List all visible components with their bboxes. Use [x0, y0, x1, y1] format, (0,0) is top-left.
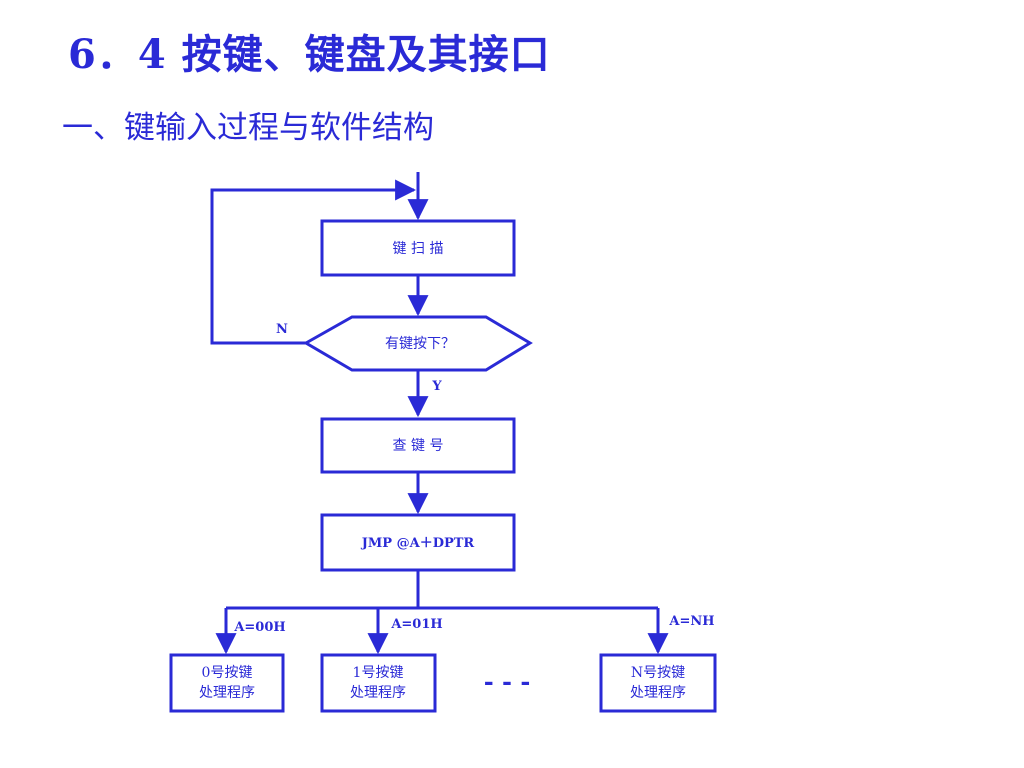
yes-label: Y — [431, 379, 442, 394]
branch-condition-n: A=NH — [668, 614, 714, 629]
no-branch-loop — [210, 179, 417, 345]
page-title: 6．4 按键、键盘及其接口 — [68, 31, 551, 78]
scan-box-label: 键 扫 描 — [393, 241, 444, 257]
handler-1-line1: 1号按键 — [353, 665, 404, 681]
handler-1-line2: 处理程序 — [350, 685, 406, 701]
handler-n-line2: 处理程序 — [630, 685, 686, 701]
handler-box-1 — [320, 653, 437, 713]
jump-box-label: JMP @A＋DPTR — [361, 536, 475, 551]
handler-0-line2: 处理程序 — [199, 685, 255, 701]
branch-condition-1: A=01H — [390, 617, 442, 632]
section-heading: 一、键输入过程与软件结构 — [62, 110, 434, 146]
no-label: N — [276, 322, 288, 337]
handler-0-line1: 0号按键 — [202, 665, 253, 681]
decision-label: 有键按下？ — [385, 336, 455, 352]
handler-box-0 — [169, 653, 285, 713]
lookup-box-label: 查 键 号 — [393, 438, 444, 454]
ellipsis-dashes: - - - — [484, 667, 531, 696]
handler-box-n — [599, 653, 717, 713]
decision-shape — [302, 315, 533, 372]
handler-n-line1: N号按键 — [631, 665, 685, 681]
branch-condition-0: A=00H — [233, 620, 285, 635]
